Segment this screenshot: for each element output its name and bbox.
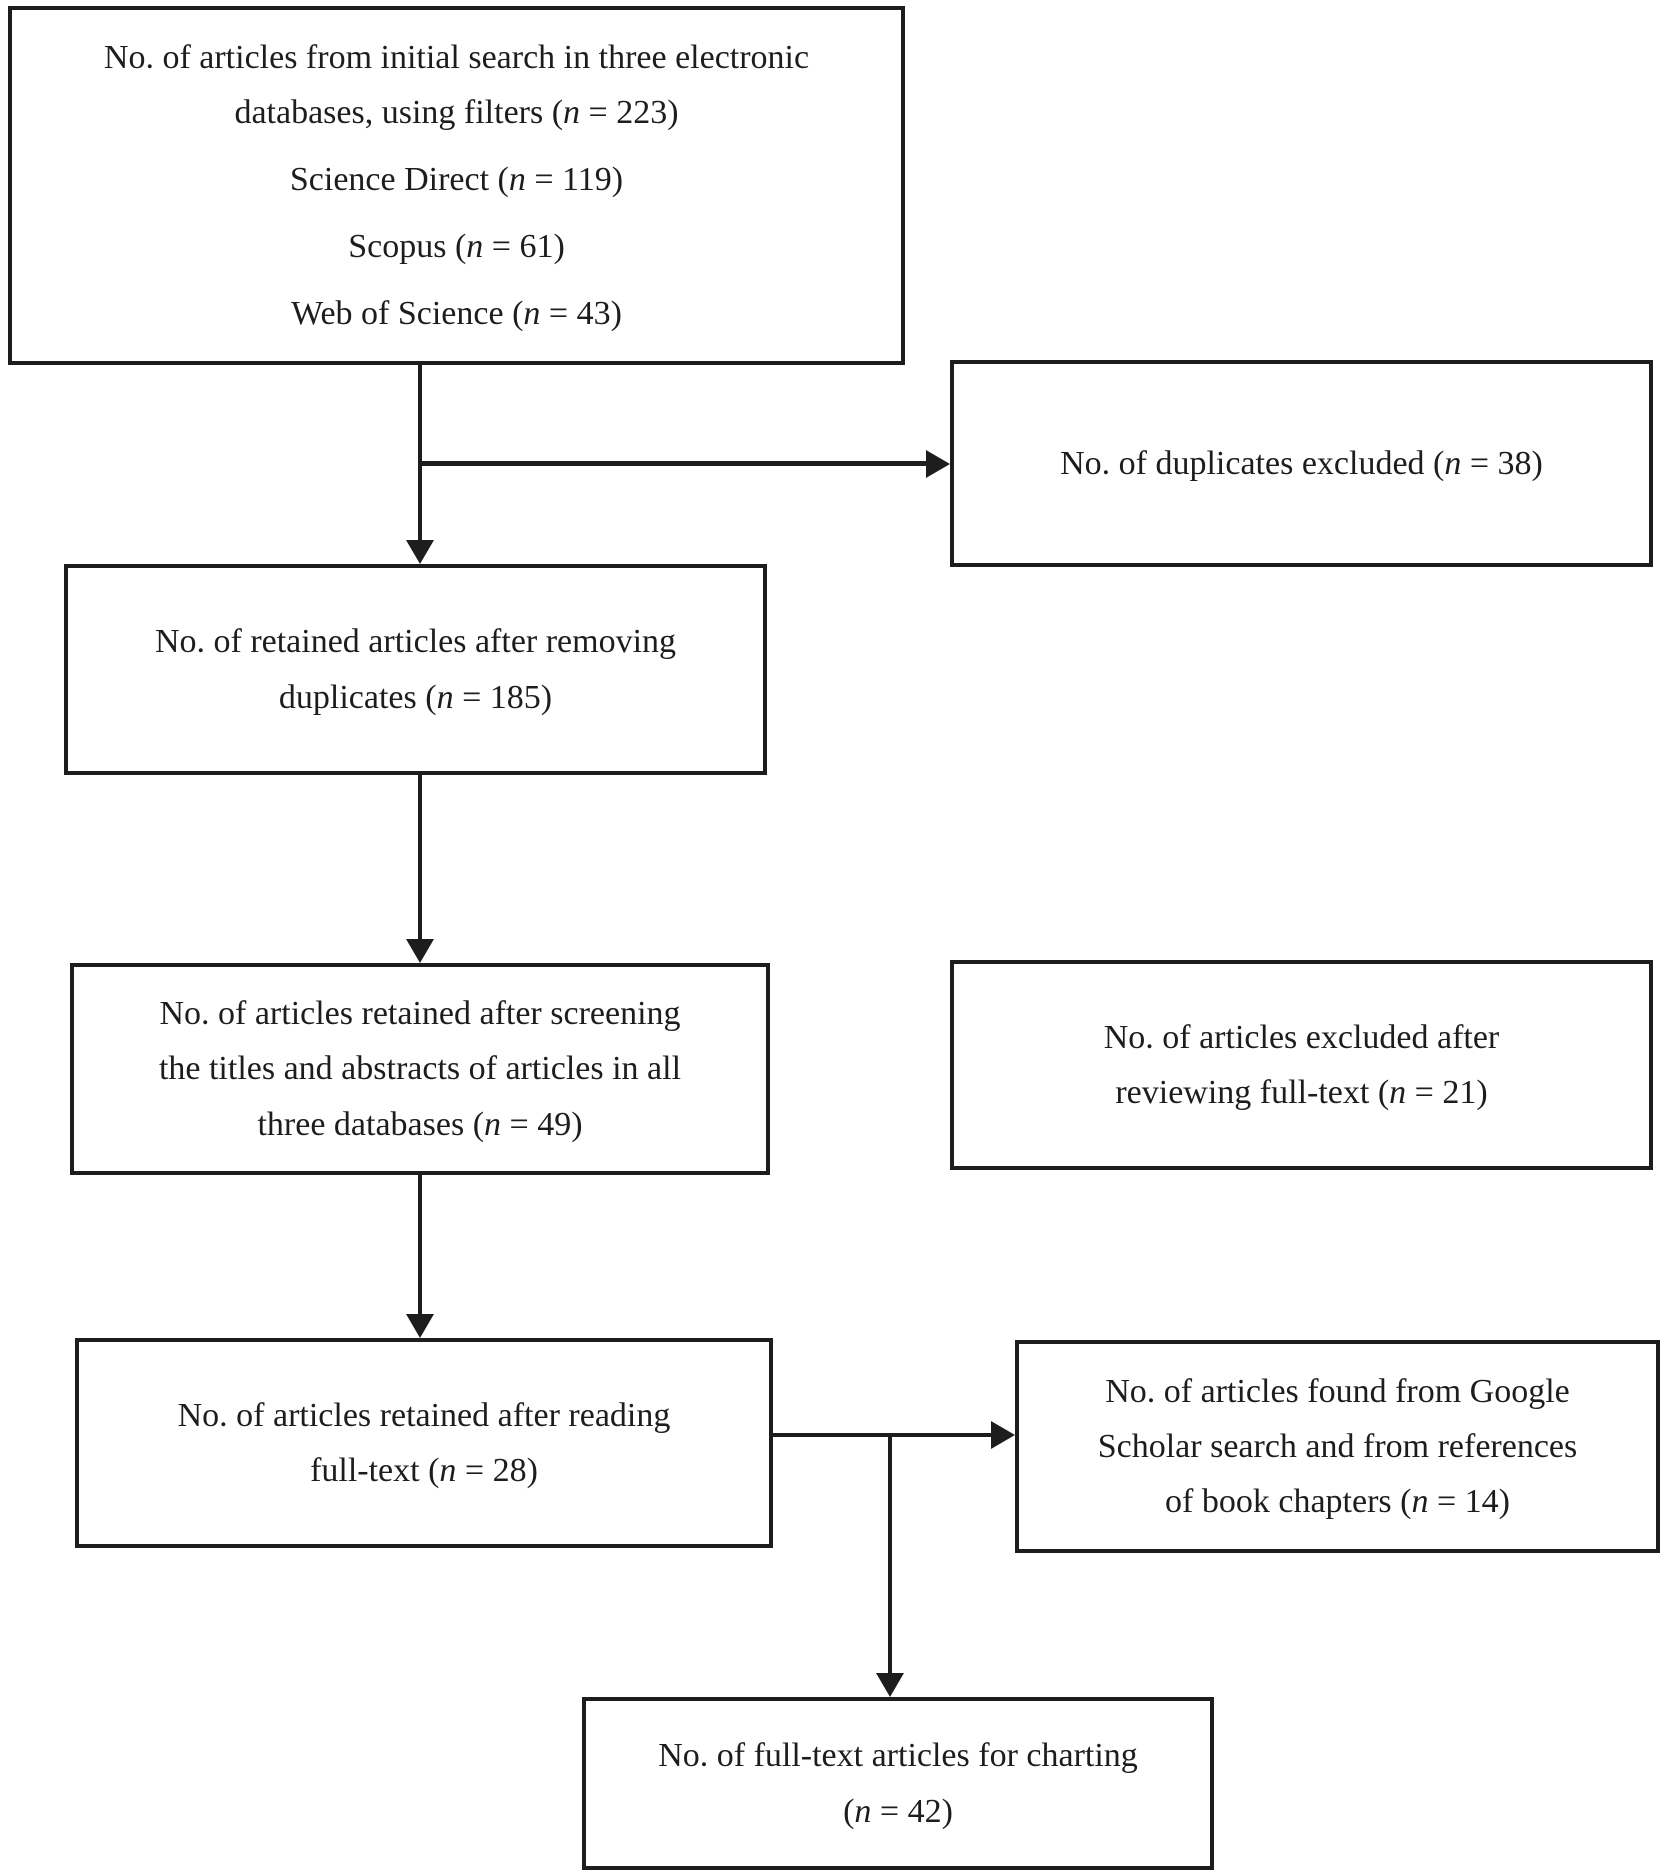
box-text-line: No. of retained articles after removing bbox=[154, 623, 677, 661]
box-google-scholar: No. of articles found from Google Schola… bbox=[1015, 1340, 1660, 1553]
box-text-line: No. of full-text articles for charting bbox=[658, 1737, 1138, 1775]
box-text-line: No. of articles excluded after bbox=[1103, 1018, 1500, 1056]
box-title: No. of articles from initial search in t… bbox=[104, 30, 809, 140]
arrowhead-down-icon bbox=[406, 540, 434, 564]
box-text-line: No. of articles retained after reading bbox=[177, 1396, 671, 1434]
box-retained-after-duplicates: No. of retained articles after removing … bbox=[64, 564, 767, 775]
box-text-line: Scholar search and from references bbox=[1097, 1427, 1578, 1465]
box-text-line: of book chapters (n = 14) bbox=[1165, 1483, 1510, 1521]
box-initial-search: No. of articles from initial search in t… bbox=[8, 6, 905, 365]
connector-initial-to-duplicates-line bbox=[418, 461, 926, 466]
box-text-line: No. of articles from initial search in t… bbox=[103, 38, 810, 76]
box-fulltext-charting: No. of full-text articles for charting (… bbox=[582, 1697, 1214, 1870]
source-web-of-science: Web of Science (n = 43) bbox=[291, 295, 622, 332]
box-text-line: the titles and abstracts of articles in … bbox=[158, 1050, 682, 1088]
box-retained-after-screening: No. of articles retained after screening… bbox=[70, 963, 770, 1175]
arrowhead-down-icon bbox=[876, 1673, 904, 1697]
connector-reading-to-google-line bbox=[773, 1433, 991, 1437]
box-text-line: No. of articles retained after screening bbox=[159, 995, 681, 1033]
box-text-line: databases, using filters (n = 223) bbox=[234, 94, 679, 131]
arrowhead-down-icon bbox=[406, 939, 434, 963]
box-excluded-after-fulltext: No. of articles excluded after reviewing… bbox=[950, 960, 1653, 1170]
box-text-line: reviewing full-text (n = 21) bbox=[1115, 1074, 1488, 1111]
arrowhead-right-icon bbox=[926, 450, 950, 478]
arrowhead-right-icon bbox=[991, 1421, 1015, 1449]
box-duplicates-excluded: No. of duplicates excluded (n = 38) bbox=[950, 360, 1653, 567]
source-scopus: Scopus (n = 61) bbox=[348, 228, 565, 265]
box-retained-after-reading: No. of articles retained after reading f… bbox=[75, 1338, 773, 1548]
connector-branch-to-charting-line bbox=[888, 1435, 892, 1673]
source-science-direct: Science Direct (n = 119) bbox=[289, 161, 624, 198]
box-text-line: No. of articles found from Google bbox=[1105, 1372, 1570, 1410]
box-text-line: (n = 42) bbox=[843, 1792, 953, 1830]
box-text-line: No. of duplicates excluded (n = 38) bbox=[1060, 444, 1543, 482]
box-text-line: full-text (n = 28) bbox=[310, 1452, 538, 1489]
box-text-line: three databases (n = 49) bbox=[257, 1105, 583, 1143]
connector-initial-to-retained-line bbox=[418, 365, 422, 540]
arrowhead-down-icon bbox=[406, 1314, 434, 1338]
box-text-line: duplicates (n = 185) bbox=[278, 678, 553, 716]
connector-screening-to-reading-line bbox=[418, 1175, 422, 1314]
connector-retained-to-screening-line bbox=[418, 775, 422, 939]
